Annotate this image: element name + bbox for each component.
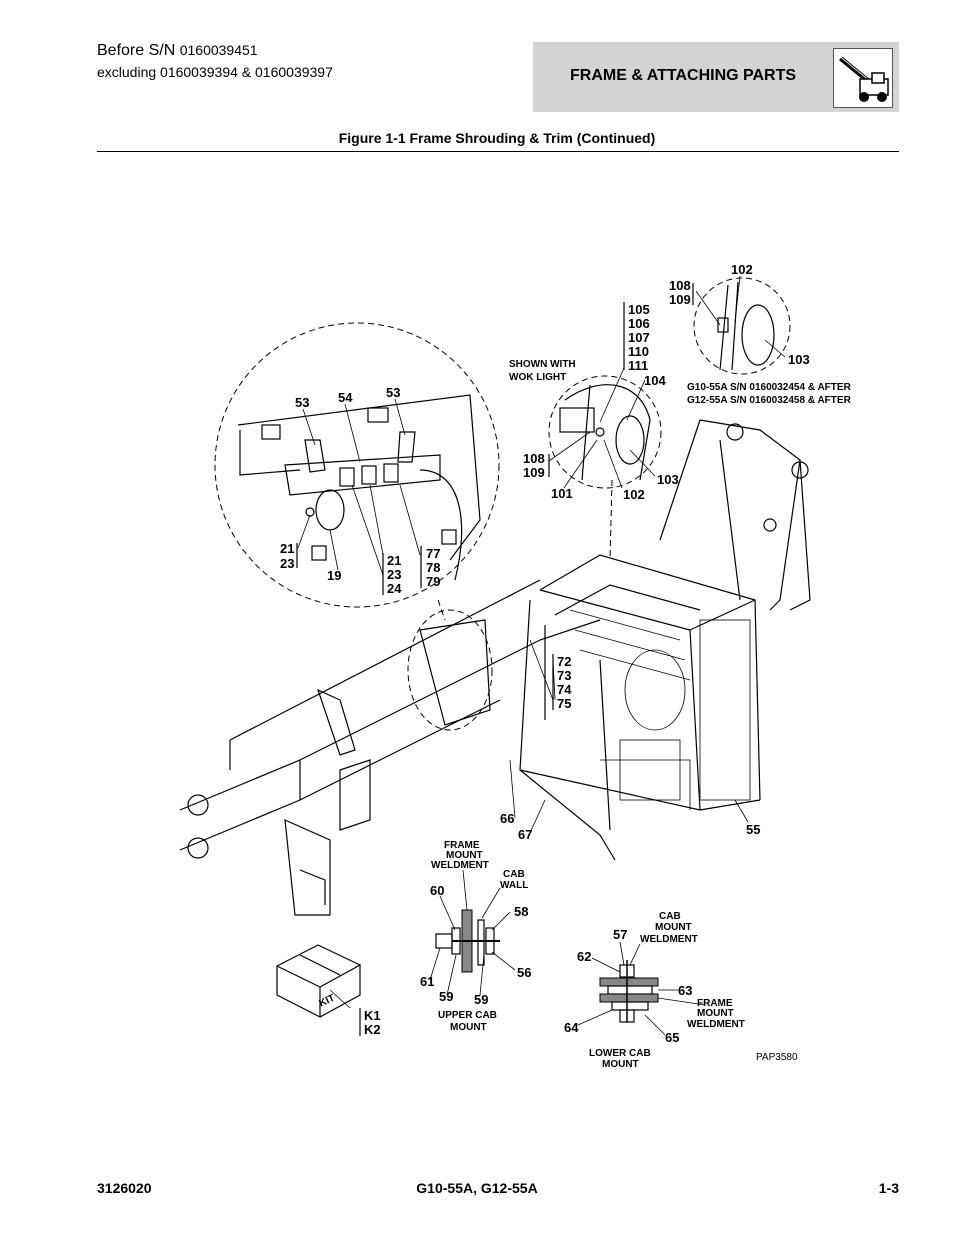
callout-60: 60 [430,883,444,898]
note-upper-cab-1: UPPER CAB [438,1010,497,1021]
callout-23b: 23 [387,567,401,582]
callout-74: 74 [557,682,572,697]
note-serial-1: G10-55A S/N 0160032454 & AFTER [687,382,852,393]
callout-72: 72 [557,654,571,669]
header-rule [97,151,899,152]
callout-108b: 108 [523,451,545,466]
callout-107: 107 [628,330,650,345]
callout-21: 21 [280,541,294,556]
callout-63: 63 [678,983,692,998]
note-lower-cab-2: MOUNT [602,1059,639,1070]
serial-info: Before S/N 0160039451 excluding 01600393… [97,42,333,80]
callout-101: 101 [551,486,573,501]
callout-54: 54 [338,390,353,405]
callout-104: 104 [644,373,666,388]
page-number: 1-3 [878,1180,899,1196]
callout-53b: 53 [386,385,400,400]
note-frame-b2: MOUNT [697,1008,734,1019]
callout-24: 24 [387,581,402,596]
callout-109b: 109 [523,465,545,480]
callout-102b: 102 [623,487,645,502]
drawing-code: PAP3580 [756,1052,798,1063]
frame-bracket-circle [407,609,493,731]
callout-67: 67 [518,827,532,842]
doc-number: 3126020 [97,1180,152,1196]
callout-k1: K1 [364,1008,381,1023]
note-serial-2: G12-55A S/N 0160032458 & AFTER [687,395,852,406]
callout-61: 61 [420,974,434,989]
note-frame-b3: WELDMENT [687,1019,745,1030]
callout-103: 103 [788,352,810,367]
note-frame-b1: FRAME [697,998,733,1009]
worklight-detail [559,384,651,481]
note-shown-with-1: SHOWN WITH [509,359,576,370]
callout-79: 79 [426,574,440,589]
cab [519,554,761,861]
note-frame-3: WELDMENT [431,860,489,871]
callout-103b: 103 [657,472,679,487]
callout-108: 108 [669,278,691,293]
leader-lines [297,275,786,1036]
model-list: G10-55A, G12-55A [416,1180,538,1196]
serial-line: Before S/N 0160039451 [97,42,333,60]
callout-59b: 59 [474,992,488,1007]
callout-106: 106 [628,316,650,331]
callout-19: 19 [327,568,341,583]
note-frame-2: MOUNT [446,850,483,861]
section-header: FRAME & ATTACHING PARTS [533,42,899,112]
note-upper-cab-2: MOUNT [450,1022,487,1033]
section-title: FRAME & ATTACHING PARTS [570,67,797,84]
callout-58: 58 [514,904,528,919]
note-cabwall-1: CAB [503,869,525,880]
callout-21b: 21 [387,553,401,568]
upper-cab-mount [435,909,500,973]
detail-circle-mirror [693,277,791,375]
callout-23: 23 [280,556,294,571]
callout-53: 53 [295,395,309,410]
lower-cab-mount [599,960,659,1023]
mirror-detail [717,281,775,371]
callout-78: 78 [426,560,440,575]
kit-box [275,944,362,1018]
callout-56: 56 [517,965,531,980]
callout-77: 77 [426,546,440,561]
callout-62: 62 [577,949,591,964]
callout-73: 73 [557,668,571,683]
telehandler-icon [833,48,893,108]
callout-105: 105 [628,302,650,317]
callout-111: 111 [628,358,648,373]
callout-k2: K2 [364,1022,381,1037]
exclusion-line: excluding 0160039394 & 0160039397 [97,64,333,80]
mount-detail [237,394,481,581]
detail-circle-mount [214,322,500,608]
note-cab-mount-1: CAB [659,911,681,922]
callout-55: 55 [746,822,760,837]
callout-75: 75 [557,696,571,711]
figure-title: Figure 1-1 Frame Shrouding & Trim (Conti… [338,130,656,146]
callout-109: 109 [669,292,691,307]
callout-102: 102 [731,262,753,277]
note-cabwall-2: WALL [500,880,528,891]
callout-brackets [296,283,694,1036]
note-lower-cab-1: LOWER CAB [589,1048,651,1059]
serial-number: 0160039451 [179,42,258,58]
chassis-frame [179,419,811,916]
note-shown-with-2: WOK LIGHT [509,372,566,383]
callout-65: 65 [665,1030,679,1045]
note-cab-mount-3: WELDMENT [640,934,698,945]
callout-66: 66 [500,811,514,826]
callout-59: 59 [439,989,453,1004]
callout-57: 57 [613,927,627,942]
detail-circle-worklight [548,375,662,489]
note-frame-1: FRAME [444,840,480,851]
serial-label: Before S/N [97,42,176,59]
callout-64: 64 [564,1020,579,1035]
note-cab-mount-2: MOUNT [655,922,692,933]
callout-110: 110 [628,344,649,359]
